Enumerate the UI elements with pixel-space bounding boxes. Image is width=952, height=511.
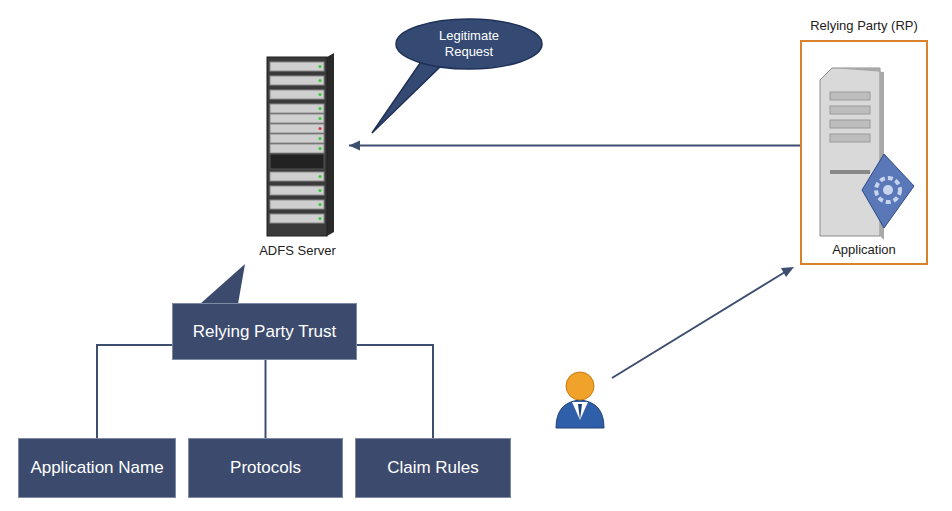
user-icon [556, 372, 604, 428]
node-label: ADFS Server [250, 243, 345, 258]
connector-line [349, 144, 800, 146]
node-heading: Relying Party (RP) [782, 18, 946, 33]
node-label: Application Name [30, 458, 163, 478]
connector-line [357, 345, 433, 438]
callout-tail [200, 264, 245, 304]
node-label: Application [802, 242, 926, 257]
node-label: Legitimate Request [417, 28, 521, 60]
connector [349, 140, 800, 150]
process-box: Claim Rules [355, 438, 511, 498]
node-label: Protocols [230, 458, 301, 478]
user-arrow [612, 267, 794, 378]
relying-party-box: Relying Party (RP)Application [800, 40, 928, 265]
connector-line [265, 360, 267, 438]
process-box: Relying Party Trust [172, 303, 357, 360]
connector [357, 345, 433, 438]
arrowhead [349, 140, 360, 150]
process-box: Protocols [188, 438, 343, 498]
process-box: Application Name [18, 438, 176, 498]
application-server-icon [802, 50, 930, 250]
speech-bubble: Legitimate Request [395, 18, 543, 70]
connector [265, 360, 266, 438]
node-label: Claim Rules [387, 458, 479, 478]
server-node: ADFS Server [250, 50, 345, 262]
connector [97, 345, 172, 438]
connector-line [97, 345, 172, 438]
server-rack-icon [250, 50, 345, 240]
node-label: Relying Party Trust [193, 322, 337, 342]
